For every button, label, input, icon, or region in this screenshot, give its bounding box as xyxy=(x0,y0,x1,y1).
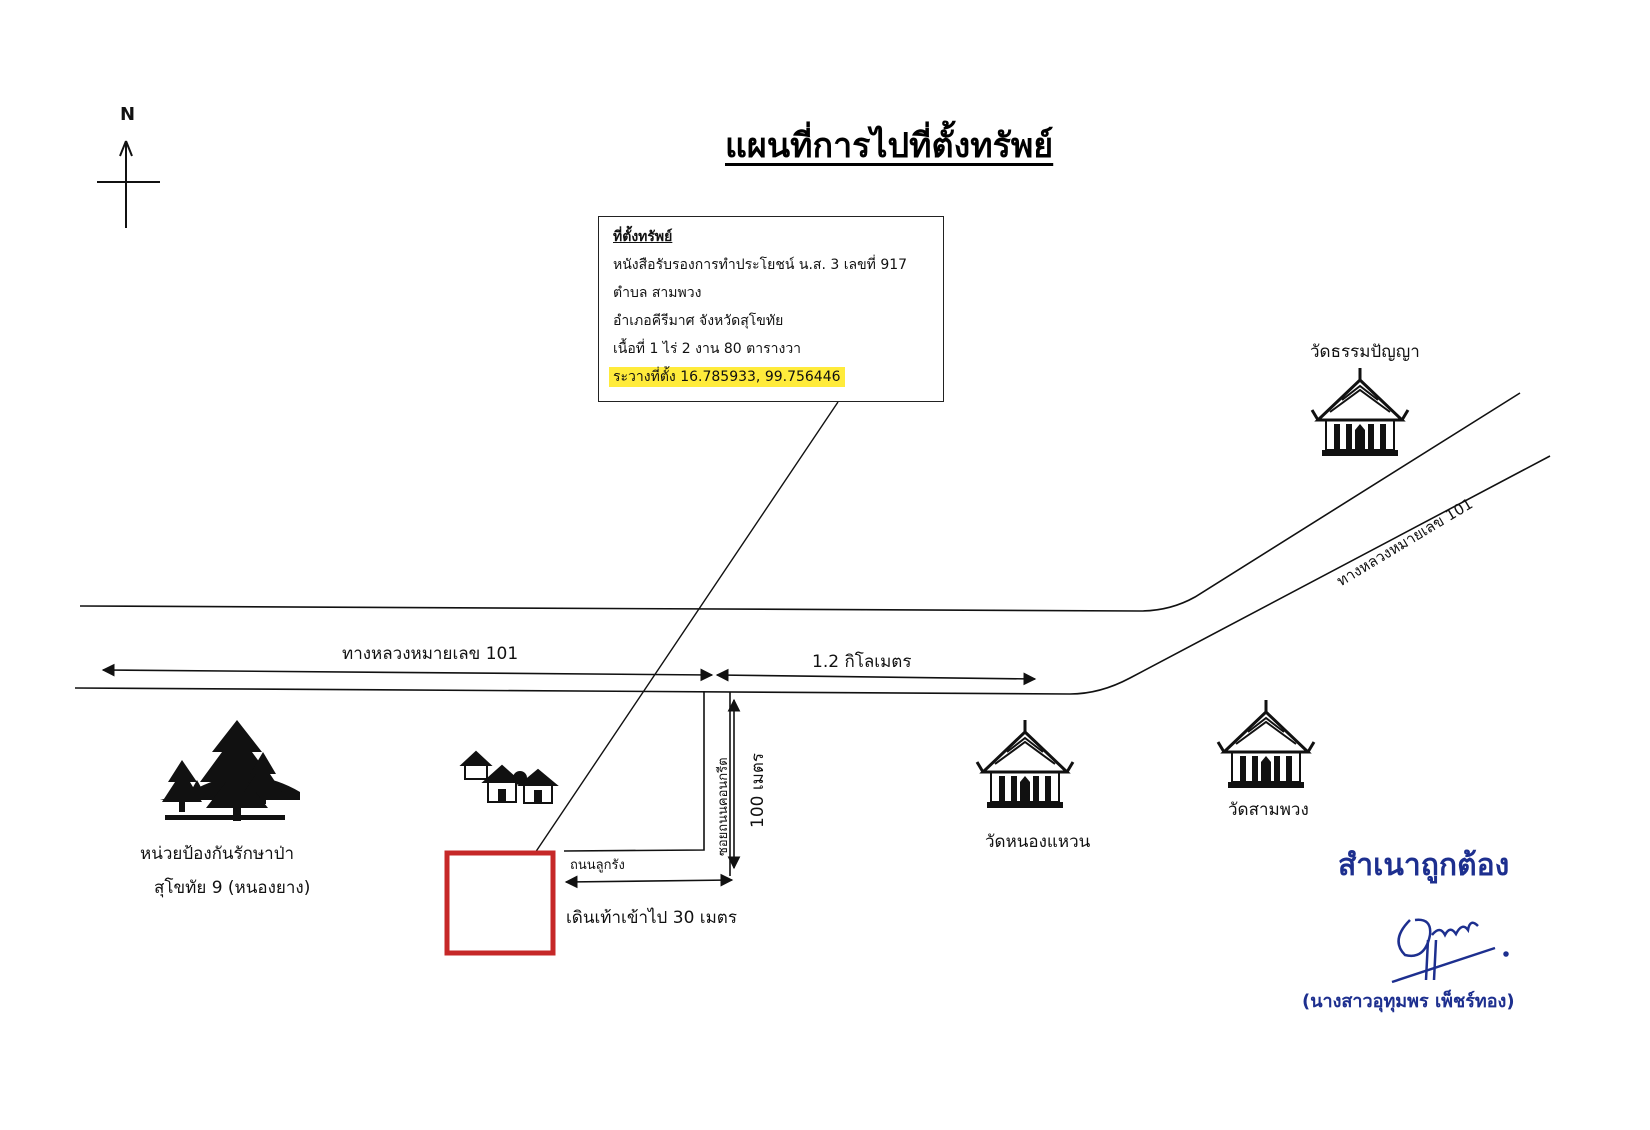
temple-label-nong-waen: วัดหนองแหวน xyxy=(985,832,1091,852)
concrete-road-distance: 100 เมตร xyxy=(748,752,768,828)
info-heading: ที่ตั้งทรัพย์ xyxy=(613,229,673,245)
signature-mark xyxy=(1391,918,1509,984)
walk-distance-arrow xyxy=(564,873,734,889)
houses-icon xyxy=(459,750,559,804)
property-info-box: ที่ตั้งทรัพย์ หนังสือรับรองการทำประโยชน์… xyxy=(598,216,944,402)
info-district: อำเภอคีรีมาศ จังหวัดสุโขทัย xyxy=(613,313,784,329)
walk-label: เดินเท้าเข้าไป 30 เมตร xyxy=(566,908,737,928)
highway-distance-arrow xyxy=(101,663,714,682)
forest-label-line2: สุโขทัย 9 (หนองยาง) xyxy=(154,878,311,898)
temple-icon-sam-phuang xyxy=(1216,698,1316,790)
concrete-road-label: ซอยถนนคอนกรีต xyxy=(716,757,731,856)
info-area: เนื้อที่ 1 ไร่ 2 งาน 80 ตารางวา xyxy=(613,341,802,357)
compass-rose xyxy=(97,140,160,228)
certified-copy-stamp: สำเนาถูกต้อง xyxy=(1338,848,1510,883)
map-title: แผนที่การไปที่ตั้งทรัพย์ xyxy=(725,126,1054,166)
highway-101 xyxy=(74,392,1551,695)
concrete-road xyxy=(563,691,731,876)
info-deed: หนังสือรับรองการทำประโยชน์ น.ส. 3 เลขที่… xyxy=(613,257,908,273)
temple-icon-tham-panya xyxy=(1310,366,1410,458)
temple-label-tham-panya: วัดธรรมปัญญา xyxy=(1310,342,1420,362)
signer-name: (นางสาวอุทุมพร เพ็ชร์ทอง) xyxy=(1302,991,1515,1012)
property-pointer-arrow xyxy=(495,401,839,912)
info-coordinates: ระวางที่ตั้ง 16.785933, 99.756446 xyxy=(609,367,845,387)
forest-label-line1: หน่วยป้องกันรักษาป่า xyxy=(140,844,295,864)
property-plot xyxy=(444,850,556,956)
info-subdistrict: ตำบล สามพวง xyxy=(613,285,702,301)
temple-label-sam-phuang: วัดสามพวง xyxy=(1228,800,1309,820)
forest-icon xyxy=(160,720,300,821)
temple-icon-nong-waen xyxy=(975,718,1075,810)
highway-label-left: ทางหลวงหมายเลข 101 xyxy=(342,644,519,664)
laterite-road-label: ถนนลูกรัง xyxy=(570,858,625,873)
distance-label: 1.2 กิโลเมตร xyxy=(812,652,912,672)
km-distance-arrow xyxy=(715,668,1037,686)
north-label: N xyxy=(120,104,136,125)
